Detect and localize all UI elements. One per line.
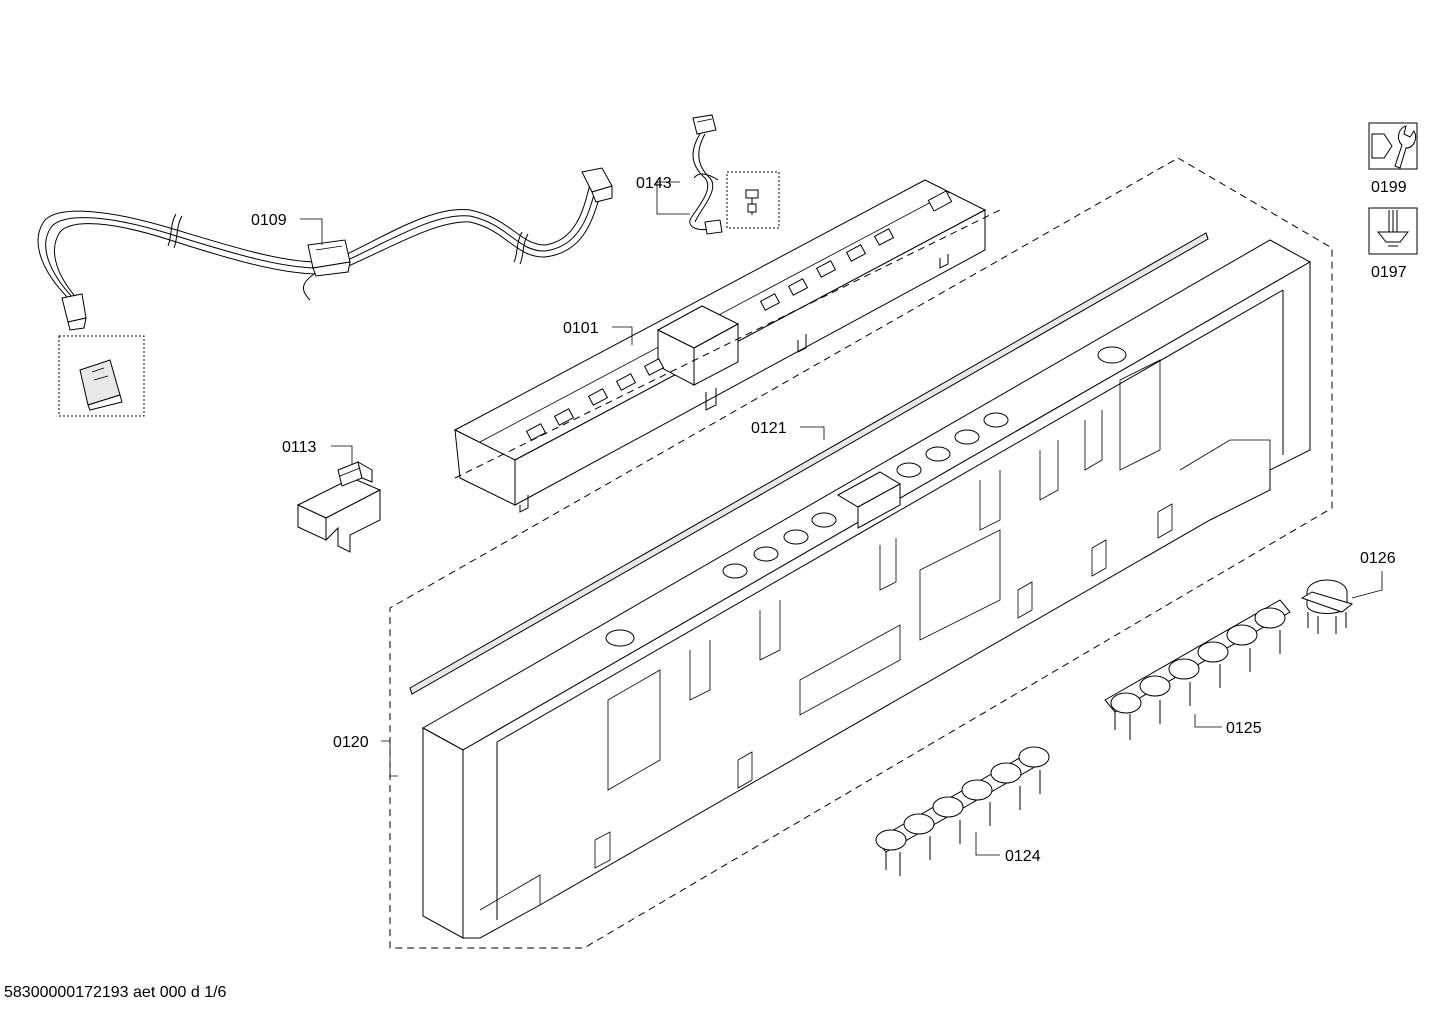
button-bar-0125[interactable] [1104, 599, 1291, 740]
control-module-0101[interactable] [453, 179, 987, 513]
label-0143: 0143 [636, 175, 672, 192]
label-0199: 0199 [1371, 179, 1407, 196]
label-0125: 0125 [1226, 720, 1262, 737]
wire-harness-0109[interactable] [37, 167, 613, 331]
part-labels: 0109 0143 0101 0113 0121 0120 0126 0125 … [251, 175, 1407, 865]
front-panel-0120[interactable] [421, 239, 1312, 939]
leader-lines [300, 181, 1383, 856]
bracket-0113[interactable] [296, 460, 382, 553]
label-0101: 0101 [563, 320, 599, 337]
seal-strip-0121[interactable] [409, 232, 1209, 695]
button-bar-0124[interactable] [875, 746, 1050, 876]
document-id: 58300000172193 aet 000 d 1/6 [4, 984, 227, 1001]
label-0113: 0113 [282, 439, 317, 456]
cable-0143[interactable] [689, 114, 780, 235]
label-0124: 0124 [1005, 848, 1041, 865]
wrench-nut-icon [1368, 122, 1418, 170]
connector-detail-box [58, 335, 145, 417]
label-0109: 0109 [251, 212, 287, 229]
label-0126: 0126 [1360, 550, 1396, 567]
label-0197: 0197 [1371, 264, 1407, 281]
label-0121: 0121 [751, 420, 787, 437]
label-0120: 0120 [333, 734, 369, 751]
button-0126[interactable] [1300, 579, 1354, 634]
screwdriver-icon [1368, 207, 1418, 255]
assembly-outline [389, 157, 1333, 949]
